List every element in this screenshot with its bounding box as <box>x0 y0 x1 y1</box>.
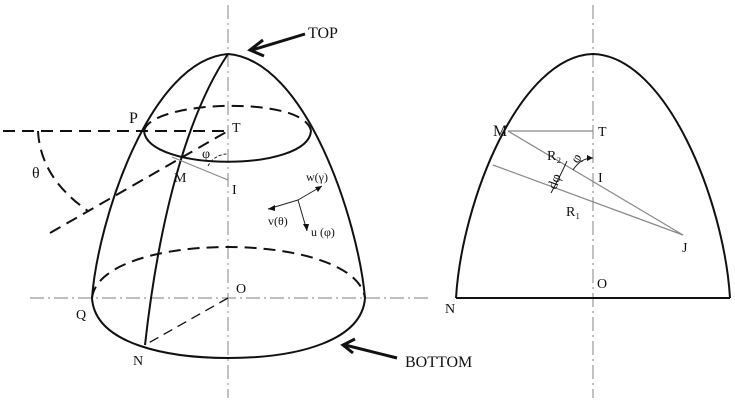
dphi-arc <box>550 160 568 194</box>
label-P: P <box>129 110 138 127</box>
label-N-left: N <box>133 354 143 369</box>
label-J: J <box>682 241 688 256</box>
label-theta: θ <box>32 165 40 182</box>
label-M-right: M <box>493 123 507 140</box>
label-w: w(γ) <box>306 170 328 184</box>
label-T-left: T <box>232 121 241 136</box>
normal-second-J <box>492 164 684 236</box>
label-phi-left: φ <box>202 147 210 162</box>
u-arrowhead-icon <box>303 224 309 231</box>
label-O-left: O <box>236 282 246 297</box>
bottom-ring-front <box>91 297 366 360</box>
right-panel: M T R₂ φ dφ I R₁ J O N <box>445 5 731 398</box>
bottom-ring-back <box>91 246 366 299</box>
label-Q: Q <box>76 308 86 323</box>
label-R1: R₁ <box>566 205 580 220</box>
theta-angle-line <box>49 130 229 234</box>
bottom-arrowhead-icon <box>340 337 356 355</box>
label-v: v(θ) <box>268 214 288 228</box>
phi-arc-left <box>207 153 229 167</box>
label-phi-right: φ <box>568 151 585 166</box>
meridian-curve <box>144 53 229 346</box>
label-N-right: N <box>445 302 455 317</box>
bottom-arrow-shaft <box>344 343 398 360</box>
theta-arc <box>37 130 89 212</box>
label-top: TOP <box>308 25 338 42</box>
label-T-right: T <box>598 125 607 140</box>
top-arrow-shaft <box>251 32 306 52</box>
label-I-right: I <box>598 171 603 186</box>
label-bottom: BOTTOM <box>405 354 472 371</box>
label-I-left: I <box>232 183 237 198</box>
upper-ring-front <box>143 130 312 163</box>
label-u: u (φ) <box>311 225 335 239</box>
phi-arrowhead-icon <box>587 155 593 161</box>
top-arrowhead-icon <box>247 38 265 58</box>
label-O-right: O <box>597 277 607 292</box>
left-panel: TOP BOTTOM P T M I O Q N θ φ w(γ) v(θ) u… <box>3 5 472 398</box>
label-R2: R₂ <box>547 149 561 164</box>
label-M-left: M <box>174 171 187 186</box>
w-arrowhead-icon <box>315 186 322 192</box>
v-arrowhead-icon <box>268 205 275 211</box>
section-outline <box>455 52 731 299</box>
normal-line-MI <box>171 156 229 181</box>
normal-MJ <box>507 130 684 236</box>
radius-ON <box>144 297 229 346</box>
label-dphi: dφ <box>546 172 565 191</box>
